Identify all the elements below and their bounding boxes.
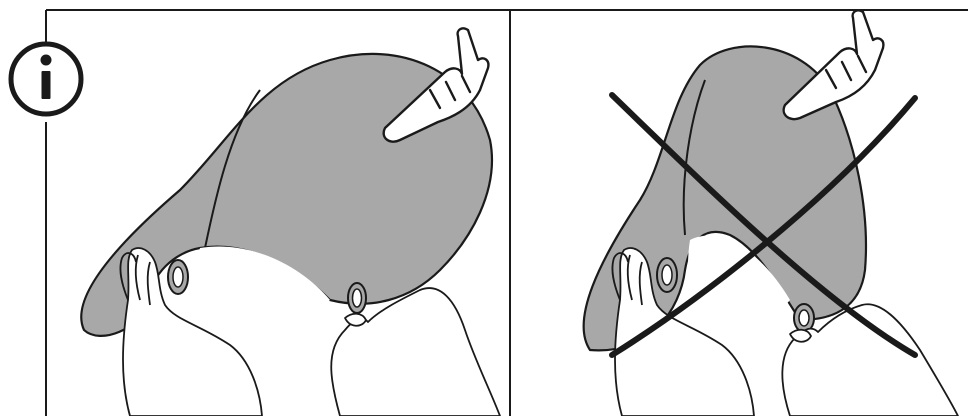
cross-out-icon [609,92,918,358]
exposed-surface-wrong [687,235,790,324]
panel-correct [80,27,501,416]
grommet-left-wrong [656,257,678,293]
fold-line [204,89,261,249]
left-hand-wrong [611,247,755,416]
grommet-right-wrong [793,303,815,333]
panel-frame [45,9,968,416]
right-hand-wrong [781,303,959,416]
exposed-surface [196,246,330,327]
fold-line-wrong [682,79,706,236]
grommet-left [167,259,189,295]
pointing-hand-icon-wrong [782,9,885,121]
right-hand [330,287,501,416]
pointing-hand-icon [382,27,490,143]
grommet-right [347,282,367,314]
panel-incorrect [582,9,959,416]
info-icon [8,41,84,117]
left-hand [119,247,263,416]
